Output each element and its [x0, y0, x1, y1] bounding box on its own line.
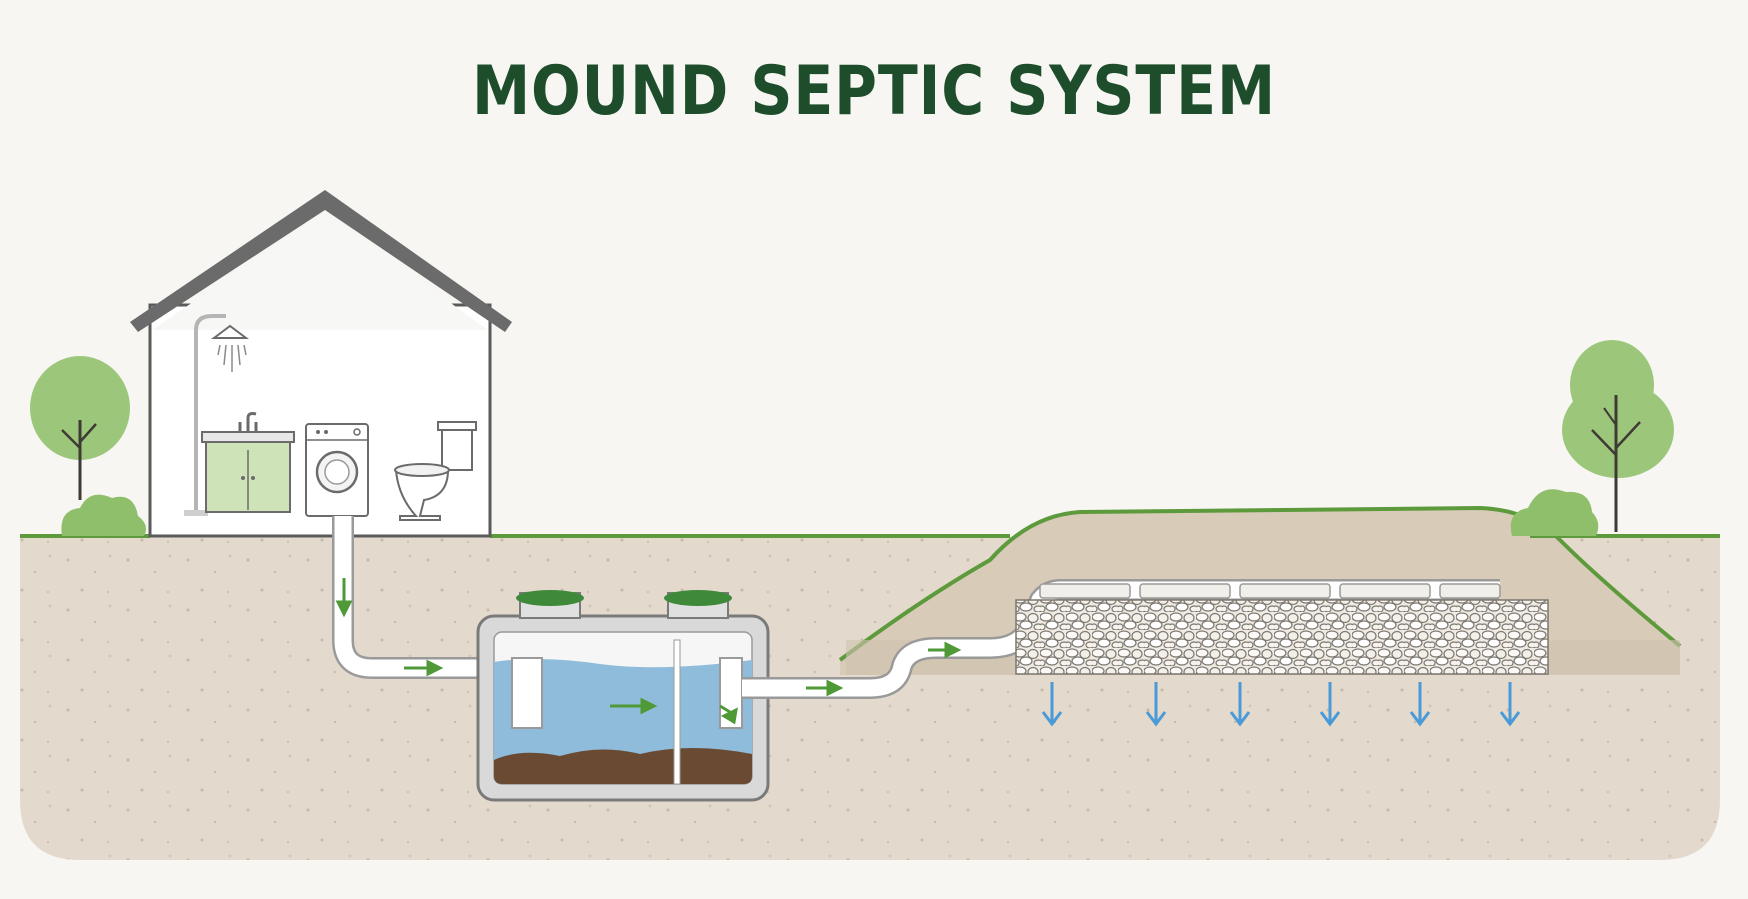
gravel-bed-icon	[1015, 583, 1549, 675]
infiltration-arrow-icon	[1499, 682, 1521, 727]
infiltration-arrow-icon	[1229, 682, 1251, 727]
infiltration-arrow-icon	[1041, 682, 1063, 727]
infiltration-arrow-icon	[1145, 682, 1167, 727]
flow-arrow-icon	[610, 697, 658, 715]
shrub-icon	[61, 494, 147, 536]
toilet-icon	[394, 421, 477, 521]
inlet-pipe	[332, 516, 500, 679]
flow-arrows	[335, 578, 962, 725]
flow-arrow-icon	[335, 578, 353, 618]
infiltration-arrows	[1041, 682, 1521, 727]
flow-arrow-icon	[806, 679, 844, 697]
diagram-title: MOUND SEPTIC SYSTEM	[471, 52, 1277, 131]
flow-arrow-icon	[404, 659, 444, 677]
flow-arrow-icon	[719, 704, 738, 725]
flow-arrow-icon	[928, 641, 962, 659]
shower-icon	[184, 314, 249, 516]
infiltration-arrow-icon	[1319, 682, 1341, 727]
sink-icon	[201, 412, 295, 513]
septic-tank-icon	[476, 590, 770, 802]
shrub-icon	[1510, 489, 1599, 536]
tree-icon	[1562, 340, 1674, 532]
infiltration-arrow-icon	[1409, 682, 1431, 727]
tree-icon	[30, 356, 130, 500]
washing-machine-icon	[305, 423, 369, 517]
